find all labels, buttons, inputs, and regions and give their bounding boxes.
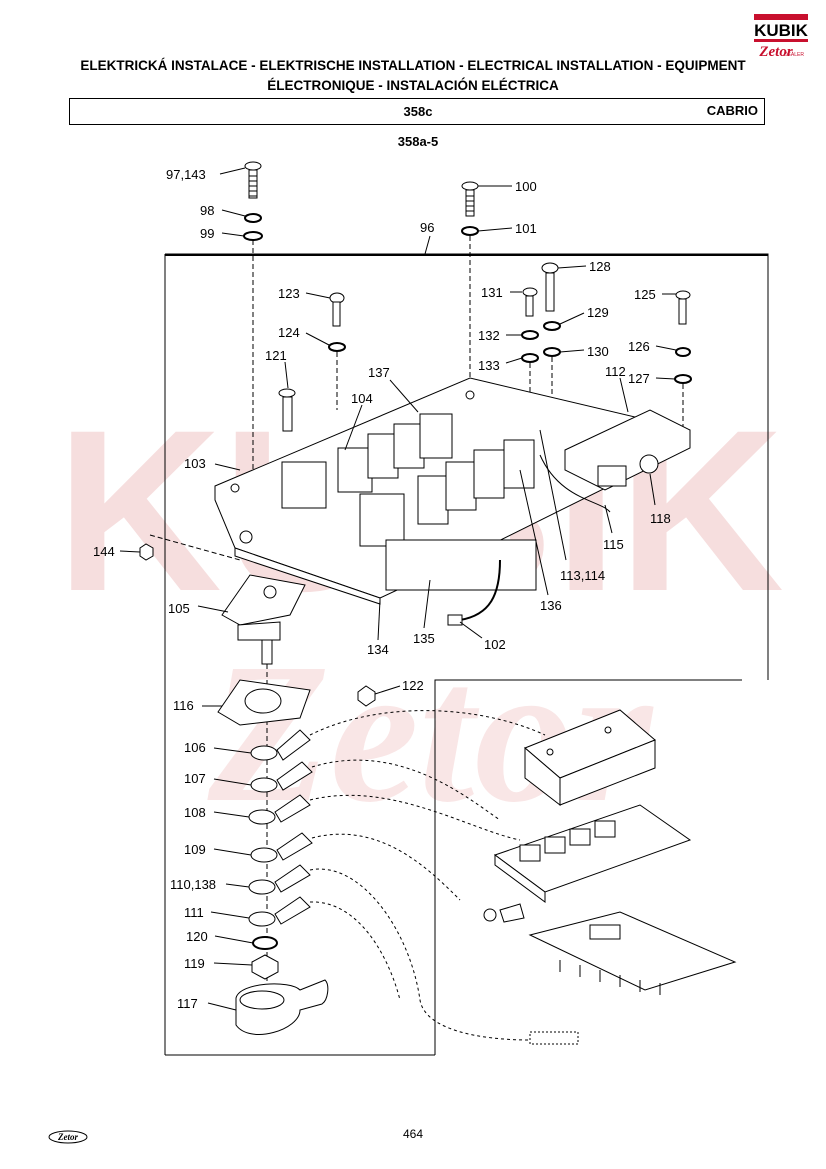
label-137: 137 xyxy=(368,365,390,380)
control-module-112 xyxy=(564,409,691,491)
nut-119-icon xyxy=(251,954,279,980)
page-title: ELEKTRICKÁ INSTALACE - ELEKTRISCHE INSTA… xyxy=(0,56,826,96)
inset-frame xyxy=(434,679,742,1055)
bolt-123-icon xyxy=(329,292,345,327)
label-125: 125 xyxy=(634,287,656,302)
nut-144-icon xyxy=(139,543,154,561)
label-111: 111 xyxy=(184,905,204,920)
washer-120-icon xyxy=(252,936,278,950)
label-116: 116 xyxy=(173,698,194,713)
label-126: 126 xyxy=(628,339,650,354)
bolt-100-icon xyxy=(461,181,479,217)
label-136: 136 xyxy=(540,598,562,613)
model-code: 358c xyxy=(403,104,433,119)
label-121: 121 xyxy=(265,348,287,363)
label-109: 109 xyxy=(184,842,206,857)
label-98: 98 xyxy=(200,203,214,218)
label-131: 131 xyxy=(481,285,503,300)
kubik-zetor-logo: KUBIK Zetor DEALER xyxy=(752,12,810,64)
label-96: 96 xyxy=(420,220,434,235)
label-135: 135 xyxy=(413,631,435,646)
label-120: 120 xyxy=(186,929,208,944)
label-106: 106 xyxy=(184,740,206,755)
bolt-131-icon xyxy=(522,287,538,317)
label-102: 102 xyxy=(484,637,506,652)
label-118: 118 xyxy=(650,511,671,526)
gasket-116 xyxy=(217,679,311,726)
part-labels: 97,143 98 99 100 101 96 128 131 125 123 … xyxy=(93,167,671,1011)
label-107: 107 xyxy=(184,771,206,786)
bolt-97-icon xyxy=(244,161,262,199)
svg-text:DEALER: DEALER xyxy=(784,52,804,58)
washer-132-icon xyxy=(521,330,539,340)
ring-terminals xyxy=(248,729,313,927)
connector-inset-icon xyxy=(483,903,525,923)
fuse-strip-inset-icon xyxy=(528,911,737,995)
label-119: 119 xyxy=(184,956,205,971)
washer-126-icon xyxy=(675,347,691,357)
model-header-box: 358c CABRIO xyxy=(69,98,765,125)
title-line-2: ÉLECTRONIQUE - INSTALACIÓN ELÉCTRICA xyxy=(267,78,559,93)
label-113-114: 113,114 xyxy=(560,568,605,583)
washer-99-icon xyxy=(243,231,263,241)
relay-block xyxy=(281,413,537,591)
terminal-post-105 xyxy=(221,574,306,665)
label-134: 134 xyxy=(367,642,389,657)
bolt-125-icon xyxy=(675,290,691,325)
nut-122-icon xyxy=(357,685,376,707)
title-line-1: ELEKTRICKÁ INSTALACE - ELEKTRISCHE INSTA… xyxy=(80,58,746,73)
page-number: 464 xyxy=(402,1127,424,1141)
washer-101-icon xyxy=(461,226,479,236)
label-103: 103 xyxy=(184,456,206,471)
washer-127-icon xyxy=(674,374,692,384)
label-108: 108 xyxy=(184,805,206,820)
washer-133-icon xyxy=(521,353,539,363)
label-130: 130 xyxy=(587,344,609,359)
label-97-143: 97,143 xyxy=(166,167,206,182)
washer-98-icon xyxy=(244,213,262,223)
washer-129-icon xyxy=(543,321,561,331)
label-133: 133 xyxy=(478,358,500,373)
label-101: 101 xyxy=(515,221,537,236)
label-104: 104 xyxy=(351,391,373,406)
zetor-footer-logo: Zetor xyxy=(48,1130,88,1144)
label-117: 117 xyxy=(177,996,198,1011)
label-129: 129 xyxy=(587,305,609,320)
label-105: 105 xyxy=(168,601,190,616)
bolt-128-icon xyxy=(541,262,559,312)
svg-text:Zetor: Zetor xyxy=(57,1132,78,1142)
label-144: 144 xyxy=(93,544,115,559)
model-variant: CABRIO xyxy=(706,103,758,118)
battery-icon xyxy=(524,709,656,807)
label-112: 112 xyxy=(605,364,626,379)
label-132: 132 xyxy=(478,328,500,343)
label-124: 124 xyxy=(278,325,300,340)
label-128: 128 xyxy=(589,259,611,274)
bottom-connector-icon xyxy=(529,1031,579,1045)
washer-124-icon xyxy=(328,342,346,352)
leader-lines xyxy=(119,167,677,1011)
label-115: 115 xyxy=(603,537,624,552)
label-110-138: 110,138 xyxy=(170,877,216,892)
svg-text:KUBIK: KUBIK xyxy=(754,21,809,40)
label-100: 100 xyxy=(515,179,537,194)
main-frame xyxy=(165,254,768,256)
group-code: 358a-5 xyxy=(397,134,439,149)
wire-102 xyxy=(459,559,501,621)
terminal-cover-117 xyxy=(235,979,329,1035)
fusebox-inset-icon xyxy=(493,804,692,903)
label-127: 127 xyxy=(628,371,650,386)
washer-130-icon xyxy=(543,347,561,357)
wiring-harness xyxy=(309,710,546,1041)
label-99: 99 xyxy=(200,226,214,241)
svg-text:Zetor: Zetor xyxy=(758,44,792,60)
label-122: 122 xyxy=(402,678,424,693)
label-123: 123 xyxy=(278,286,300,301)
frame-outline xyxy=(165,253,769,680)
bolt-121-icon xyxy=(278,388,296,432)
